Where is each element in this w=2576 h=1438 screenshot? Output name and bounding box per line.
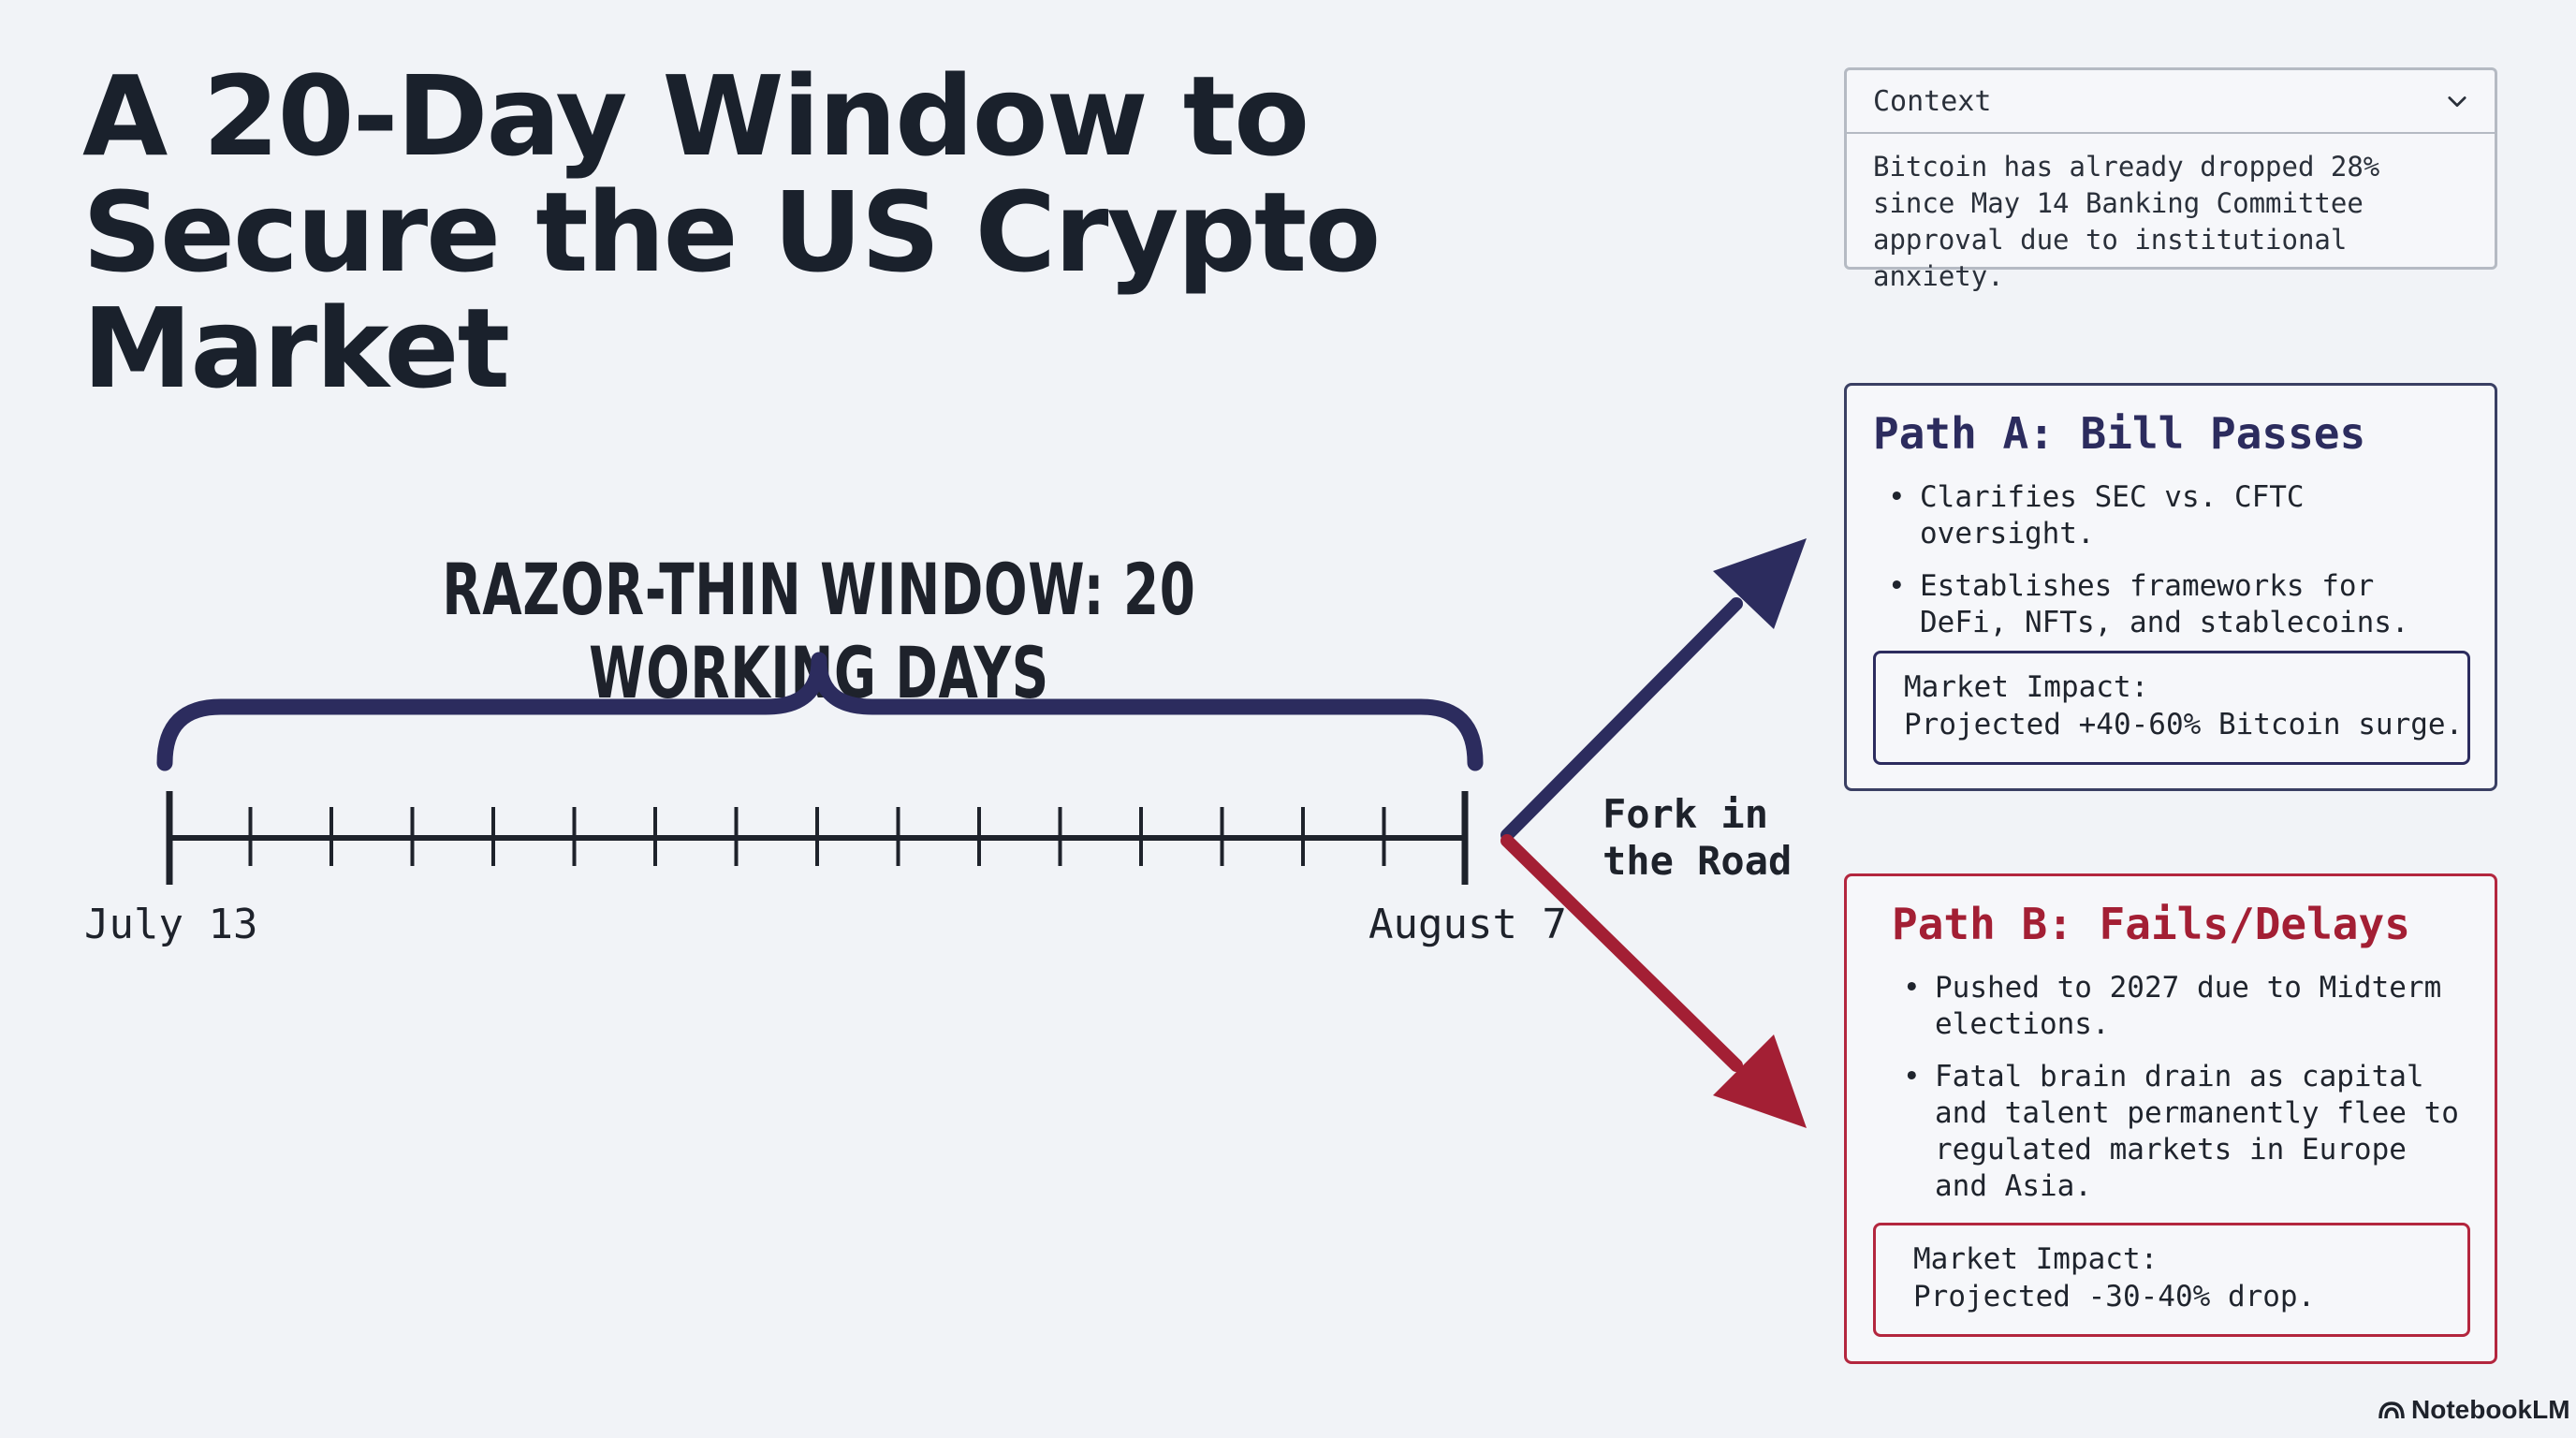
context-dropdown[interactable]: Context Bitcoin has already dropped 28% … [1844, 67, 2497, 292]
list-item: Clarifies SEC vs. CFTC oversight. [1888, 479, 2468, 552]
context-body: Bitcoin has already dropped 28% since Ma… [1873, 151, 2380, 292]
list-item: Fatal brain drain as capital and talent … [1903, 1059, 2474, 1205]
timeline-ticks [166, 791, 1469, 885]
brand-name: NotebookLM [2411, 1395, 2570, 1424]
chevron-down-icon[interactable] [2444, 88, 2470, 114]
fork-label-line-2: the Road [1603, 838, 1793, 884]
path-b-title: Path B: Fails/Delays [1892, 899, 2410, 949]
notebooklm-logo: NotebookLM [2378, 1395, 2570, 1425]
fork-label: Fork in the Road [1603, 791, 1792, 885]
arrow-path-b [1500, 834, 1807, 1128]
path-a-card: Path A: Bill Passes Clarifies SEC vs. CF… [1844, 383, 2497, 791]
context-header[interactable]: Context [1847, 70, 2495, 134]
list-item: Establishes frameworks for DeFi, NFTs, a… [1888, 568, 2468, 641]
path-a-impact: Market Impact: Projected +40-60% Bitcoin… [1873, 651, 2470, 765]
context-header-label: Context [1873, 84, 1992, 118]
impact-label: Market Impact: [1913, 1242, 2159, 1276]
path-a-title: Path A: Bill Passes [1873, 408, 2366, 459]
impact-label: Market Impact: [1904, 670, 2149, 704]
page-title: A 20-Day Window to Secure the US Crypto … [82, 51, 1381, 413]
impact-value: Projected +40-60% Bitcoin surge. [1904, 708, 2464, 741]
path-b-impact: Market Impact: Projected -30-40% drop. [1873, 1223, 2470, 1337]
impact-value: Projected -30-40% drop. [1913, 1280, 2316, 1313]
arrow-path-a [1500, 538, 1807, 842]
fork-label-line-1: Fork in [1603, 791, 1769, 837]
end-date: August 7 [1368, 901, 1567, 948]
notebooklm-icon [2378, 1401, 2405, 1419]
start-date: July 13 [84, 901, 258, 948]
path-b-bullets: Pushed to 2027 due to Midterm elections.… [1903, 970, 2474, 1221]
window-brace [156, 652, 1484, 771]
path-a-bullets: Clarifies SEC vs. CFTC oversight. Establ… [1888, 479, 2468, 657]
list-item: Pushed to 2027 due to Midterm elections. [1903, 970, 2474, 1043]
path-b-card: Path B: Fails/Delays Pushed to 2027 due … [1844, 873, 2497, 1364]
